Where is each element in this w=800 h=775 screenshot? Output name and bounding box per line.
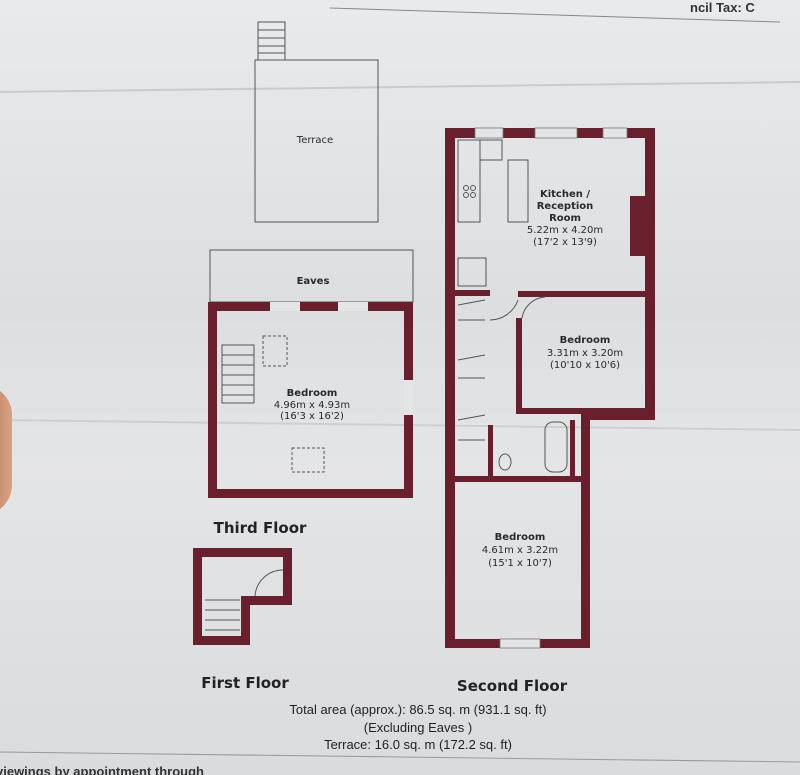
first-floor-stairs <box>205 599 240 631</box>
skylight <box>262 335 288 367</box>
header-fragment: ncil Tax: C <box>690 0 755 15</box>
terrace-stairs <box>257 21 286 61</box>
kitchen-metric: 5.22m x 4.20m <box>527 225 603 236</box>
kitchen-units <box>457 139 529 223</box>
second-floor-title: Second Floor <box>457 677 568 695</box>
bedroom-label: Bedroom <box>495 532 546 543</box>
third-floor-title: Third Floor <box>214 519 307 537</box>
kitchen-imperial: (17'2 x 13'9) <box>533 237 597 248</box>
eaves-label: Eaves <box>297 276 330 287</box>
separator-line <box>329 7 781 23</box>
bedroom-label: Bedroom <box>560 335 611 346</box>
door-swing <box>521 296 546 319</box>
terrace-outline <box>254 59 379 223</box>
toilet <box>498 453 512 471</box>
paper-crease <box>0 419 800 431</box>
bedroom-imperial: (10'10 x 10'6) <box>550 360 620 371</box>
bathroom-wall <box>488 425 493 478</box>
second-floor-plan: Kitchen / Reception Room 5.22m x 4.20m (… <box>445 127 655 695</box>
separator-line <box>0 751 800 763</box>
interior-wall <box>518 291 655 297</box>
terrace-area: Terrace: 16.0 sq. m (172.2 sq. ft) <box>324 737 512 752</box>
first-floor-plan: First Floor <box>193 548 292 692</box>
first-floor-title: First Floor <box>201 674 289 692</box>
finger-in-photo <box>0 385 12 515</box>
bedroom-metric: 4.61m x 3.22m <box>482 545 558 556</box>
excluding-eaves: (Excluding Eaves ) <box>364 720 472 735</box>
bedroom-metric: 4.96m x 4.93m <box>274 400 350 411</box>
viewings-text: viewings by appointment through <box>0 764 204 775</box>
skylight <box>291 447 325 473</box>
kitchen-label-1: Kitchen / <box>540 189 590 200</box>
first-floor-walls <box>193 548 292 645</box>
interior-wall <box>455 290 490 296</box>
bathtub <box>544 421 568 473</box>
bedroom-metric: 3.31m x 3.20m <box>547 348 623 359</box>
terrace-plan: Terrace <box>254 21 379 223</box>
terrace-label: Terrace <box>296 135 333 146</box>
paper-crease <box>0 81 800 93</box>
bedroom-imperial: (16'3 x 16'2) <box>280 411 344 422</box>
door-swing <box>254 569 284 597</box>
kitchen-label-2: Reception <box>537 201 594 212</box>
bedroom-label: Bedroom <box>287 388 338 399</box>
door-swing <box>489 299 519 321</box>
third-floor-plan: Eaves Bedroom 4.96m x 4.93m (16'3 x 16'2… <box>208 249 414 537</box>
bedroom-imperial: (15'1 x 10'7) <box>488 558 552 569</box>
interior-wall <box>516 408 655 414</box>
third-floor-stairs <box>221 344 255 404</box>
second-floor-stairs <box>457 257 487 441</box>
interior-wall <box>516 318 522 414</box>
kitchen-label-3: Room <box>549 213 581 224</box>
bathroom-wall <box>455 476 581 482</box>
total-area: Total area (approx.): 86.5 sq. m (931.1 … <box>289 702 546 717</box>
